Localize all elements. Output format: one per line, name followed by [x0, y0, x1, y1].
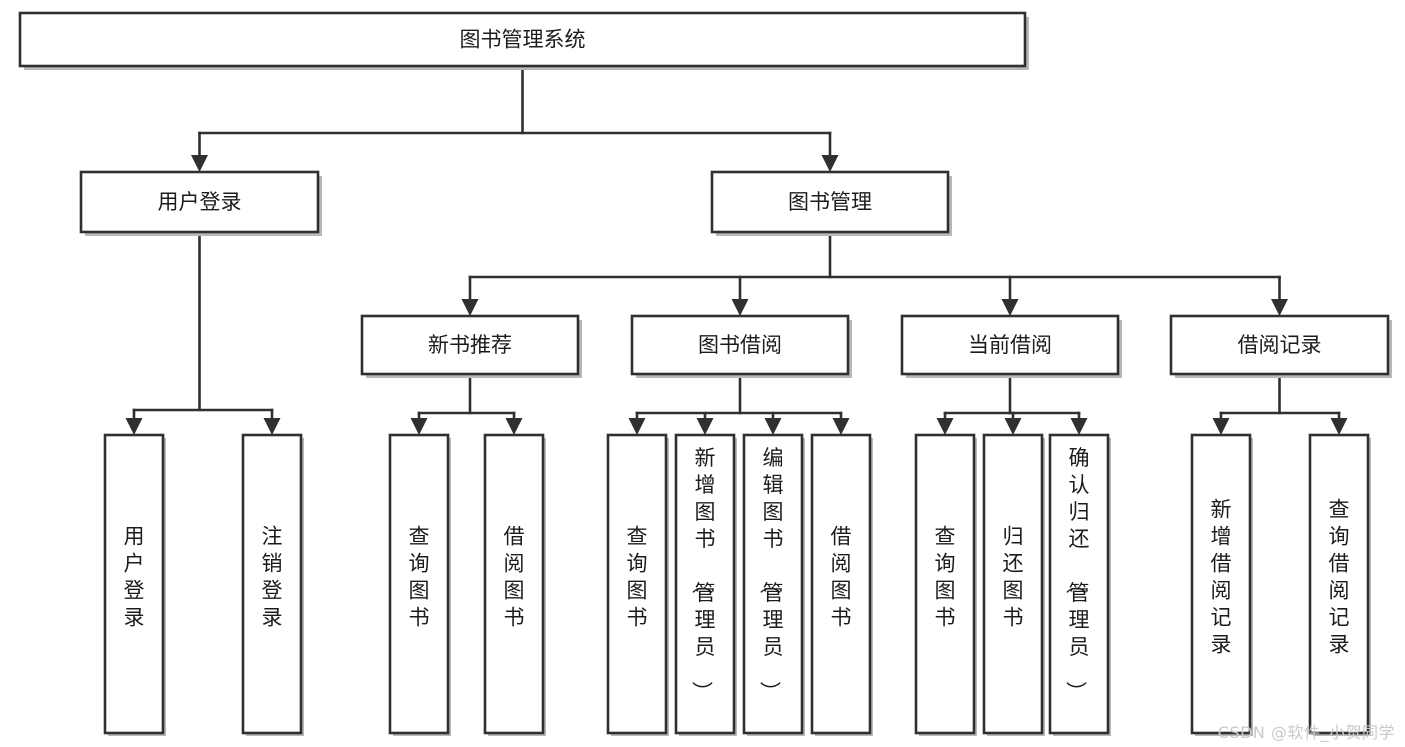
arrow-new_book_rec-to-leaf-query-book-1	[410, 418, 428, 435]
leaf-query-book-2-label: 查询图书	[627, 525, 648, 630]
arrow-book-manage-to-book_borrow	[731, 299, 749, 316]
leaf-edit-book[interactable]: 编辑图书（管理员）	[742, 433, 805, 736]
leaf-confirm-return[interactable]: 确认归还（管理员）	[1048, 433, 1111, 736]
arrow-root-to-book-manage	[821, 155, 839, 172]
node-user-login-label: 用户登录	[158, 190, 242, 214]
arrow-current_borrow-to-leaf-confirm-return	[1070, 418, 1088, 435]
leaf-user-logout-box	[241, 433, 303, 735]
arrow-current_borrow-to-leaf-return-book	[1004, 418, 1022, 435]
arrow-book_borrow-to-leaf-query-book-2	[628, 418, 646, 435]
node-borrow-record-box	[1169, 314, 1390, 376]
arrow-book-manage-to-borrow_record	[1271, 299, 1288, 316]
leaf-user-logout[interactable]: 注销登录	[241, 433, 304, 736]
leaf-query-book-3[interactable]: 查询图书	[914, 433, 977, 736]
leaf-edit-book-box	[742, 433, 804, 735]
node-new-book-recommend[interactable]: 新书推荐	[360, 314, 582, 378]
leaf-add-book[interactable]: 新增图书（管理员）	[674, 433, 737, 736]
arrow-user_login-to-leaf-user-login	[125, 418, 143, 435]
leaf-query-book-1-box	[388, 433, 450, 735]
leaf-add-record-box	[1190, 433, 1252, 735]
arrow-borrow_record-to-leaf-query-record	[1330, 418, 1348, 435]
leaf-add-book-box	[674, 433, 736, 735]
node-user-login-box	[79, 170, 320, 234]
arrow-new_book_rec-to-leaf-borrow-book-1	[505, 418, 523, 435]
node-new-book-recommend-box	[360, 314, 580, 376]
leaf-confirm-return-box	[1048, 433, 1110, 735]
arrow-book_borrow-to-leaf-edit-book	[764, 418, 782, 435]
node-borrow-record-label: 借阅记录	[1238, 333, 1322, 357]
leaf-user-logout-label: 注销登录	[262, 525, 283, 630]
leaf-borrow-book-1-label: 借阅图书	[504, 525, 525, 630]
leaf-query-book-2[interactable]: 查询图书	[606, 433, 669, 736]
arrow-borrow_record-to-leaf-add-record	[1212, 418, 1230, 435]
leaf-return-book-box	[982, 433, 1044, 735]
node-user-login[interactable]: 用户登录	[79, 170, 322, 236]
leaf-user-login-label: 用户登录	[124, 525, 145, 630]
node-book-manage-box	[710, 170, 950, 234]
leaf-borrow-book-1[interactable]: 借阅图书	[483, 433, 546, 736]
node-current-borrow-box	[900, 314, 1120, 376]
arrow-book_borrow-to-leaf-borrow-book-2	[832, 418, 850, 435]
node-root-system-label: 图书管理系统	[460, 28, 586, 52]
node-current-borrow-label: 当前借阅	[968, 333, 1052, 357]
leaf-add-record[interactable]: 新增借阅记录	[1190, 433, 1253, 736]
node-book-borrow[interactable]: 图书借阅	[630, 314, 852, 378]
leaf-borrow-book-2[interactable]: 借阅图书	[810, 433, 873, 736]
leaf-edit-book-label: 编辑图书（管理员）	[758, 446, 784, 702]
leaf-add-book-label: 新增图书（管理员）	[690, 446, 716, 702]
leaf-query-book-3-label: 查询图书	[935, 525, 956, 630]
arrow-book-manage-to-new_book_rec	[461, 299, 479, 316]
node-root-system-box	[18, 11, 1027, 68]
leaf-user-login-box	[103, 433, 165, 735]
leaf-confirm-return-label: 确认归还（管理员）	[1064, 446, 1090, 702]
node-book-manage[interactable]: 图书管理	[710, 170, 952, 236]
node-book-borrow-label: 图书借阅	[698, 333, 782, 357]
leaf-borrow-book-1-box	[483, 433, 545, 735]
arrow-root-to-user-login	[191, 155, 208, 172]
arrow-book-manage-to-current_borrow	[1001, 299, 1019, 316]
node-book-borrow-box	[630, 314, 850, 376]
leaf-query-book-3-box	[914, 433, 976, 735]
leaf-query-book-2-box	[606, 433, 668, 735]
leaf-add-record-label: 新增借阅记录	[1211, 498, 1232, 657]
watermark-text: CSDN @软件_小贺同学	[1217, 723, 1395, 742]
leaf-borrow-book-2-label: 借阅图书	[831, 525, 852, 630]
leaf-return-book[interactable]: 归还图书	[982, 433, 1045, 736]
arrow-book_borrow-to-leaf-add-book	[696, 418, 714, 435]
node-book-manage-label: 图书管理	[788, 190, 872, 214]
leaf-query-record-label: 查询借阅记录	[1329, 498, 1350, 657]
node-root-system[interactable]: 图书管理系统	[18, 11, 1029, 70]
node-new-book-recommend-label: 新书推荐	[428, 333, 512, 357]
leaf-user-login[interactable]: 用户登录	[103, 433, 166, 736]
arrow-current_borrow-to-leaf-query-book-3	[936, 418, 954, 435]
node-current-borrow[interactable]: 当前借阅	[900, 314, 1122, 378]
node-borrow-record[interactable]: 借阅记录	[1169, 314, 1392, 378]
arrow-user_login-to-leaf-user-logout	[263, 418, 281, 435]
leaf-query-book-1[interactable]: 查询图书	[388, 433, 451, 736]
leaf-borrow-book-2-box	[810, 433, 872, 735]
leaf-query-book-1-label: 查询图书	[409, 525, 430, 630]
leaf-return-book-label: 归还图书	[1003, 525, 1024, 630]
leaf-query-record-box	[1308, 433, 1370, 735]
leaf-query-record[interactable]: 查询借阅记录	[1308, 433, 1371, 736]
